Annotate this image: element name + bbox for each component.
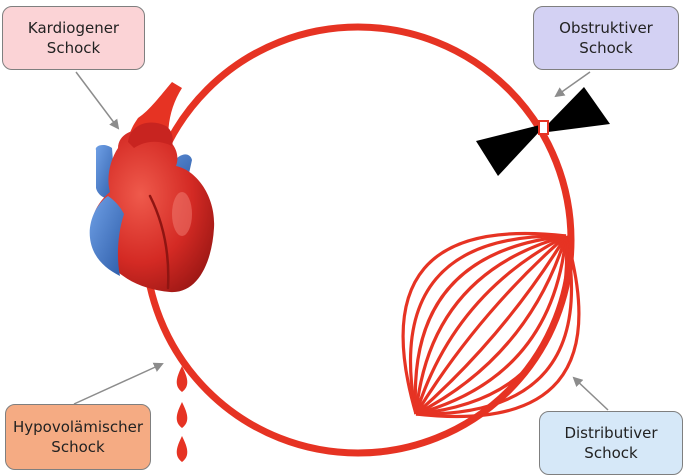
vessel-strand bbox=[401, 231, 567, 415]
vessel-strand bbox=[415, 235, 581, 419]
label-line: Schock bbox=[51, 438, 105, 456]
vessel-strand bbox=[413, 234, 567, 415]
vessel-strand bbox=[408, 234, 567, 415]
label-line: Distributiver bbox=[564, 424, 658, 442]
label-line: Schock bbox=[584, 444, 638, 462]
label-hypovolemic-shock: Hypovolämischer Schock bbox=[5, 404, 151, 470]
vessel-strand bbox=[414, 234, 567, 415]
arrow-hypovolemic bbox=[73, 362, 164, 405]
dilated-vessel-bundle-icon bbox=[401, 231, 581, 419]
vessel-strand bbox=[414, 235, 568, 416]
vessel-strand bbox=[414, 234, 568, 415]
blood-drop-icon bbox=[176, 366, 188, 462]
label-line: Kardiogener bbox=[27, 19, 120, 37]
label-distributive-shock: Distributiver Schock bbox=[539, 411, 683, 475]
label-line: Schock bbox=[579, 39, 633, 57]
vessel-strand bbox=[414, 234, 567, 415]
heart-icon bbox=[89, 122, 215, 293]
arrow-distributive bbox=[572, 376, 609, 411]
arrow-cardiogenic bbox=[75, 71, 120, 130]
arrow-obstructive bbox=[554, 71, 591, 98]
label-line: Schock bbox=[46, 39, 101, 57]
label-line: Hypovolämischer bbox=[12, 418, 143, 436]
vessel-strand bbox=[415, 235, 574, 416]
label-obstructive-shock: Obstruktiver Schock bbox=[533, 6, 679, 70]
vessel-strand bbox=[415, 235, 568, 416]
bowtie-obstruction-icon bbox=[476, 87, 610, 176]
vessel-strand bbox=[415, 235, 569, 416]
vessel-strand bbox=[415, 235, 568, 416]
label-cardiogenic-shock: Kardiogener Schock bbox=[2, 6, 145, 70]
label-line: Obstruktiver bbox=[559, 19, 653, 37]
